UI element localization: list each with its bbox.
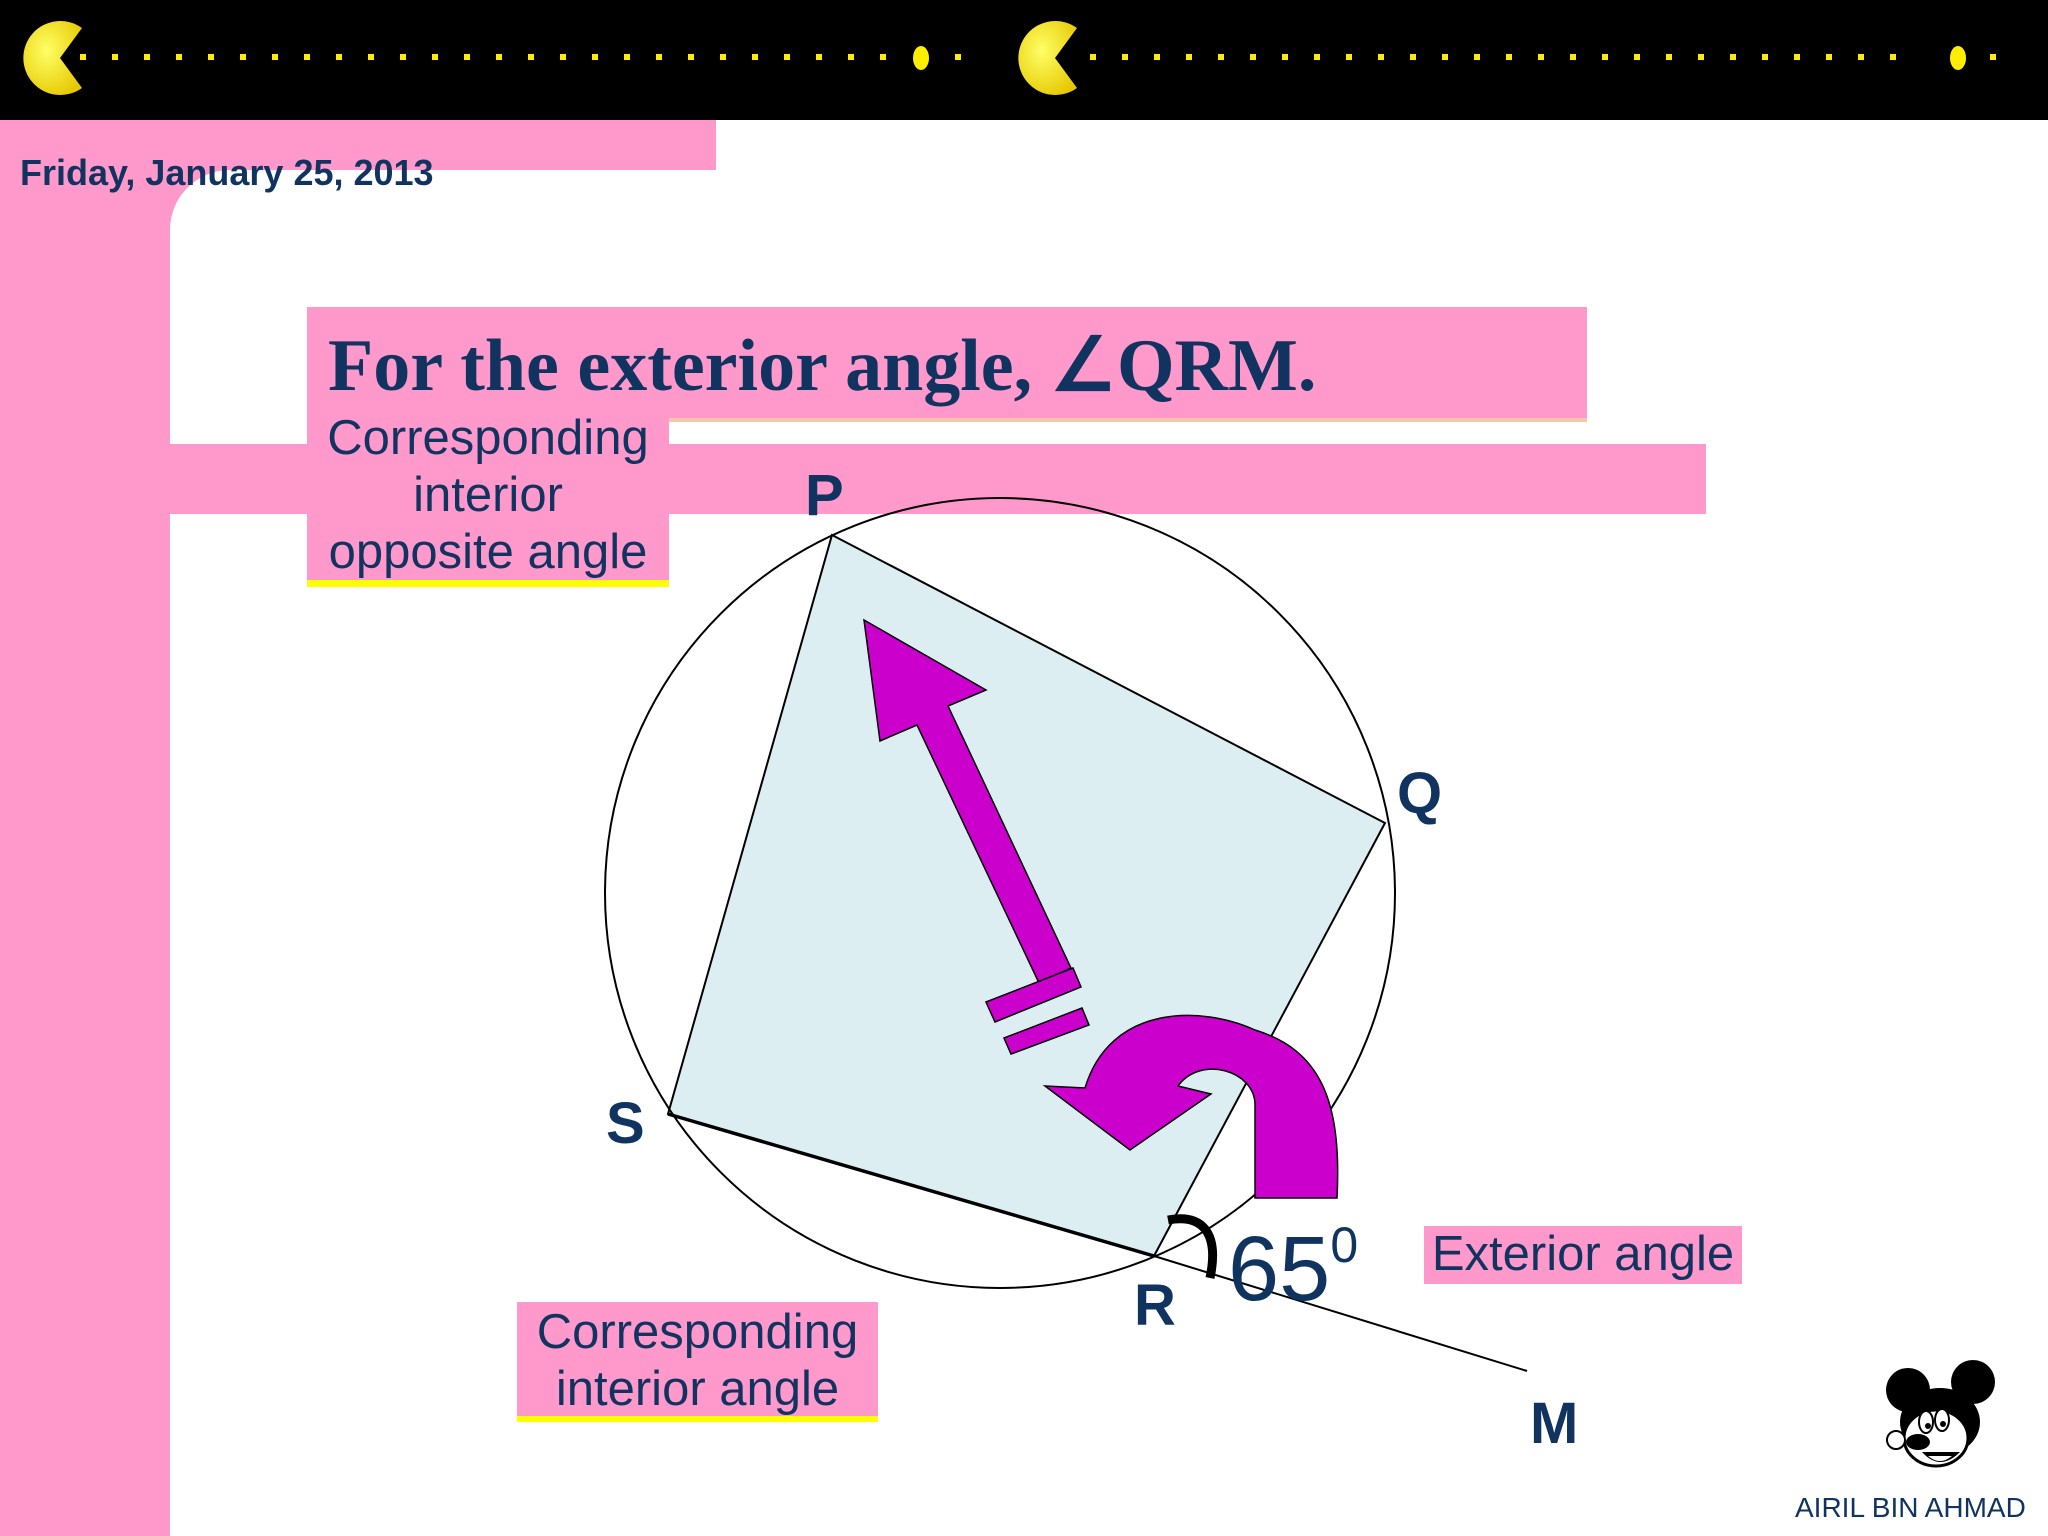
label-line: interior angle [555,1362,840,1416]
cartoon-mouse-icon [1878,1360,1998,1485]
author-name: AIRIL BIN AHMAD [1795,1492,2026,1523]
exterior-angle-label: Exterior angle [1431,1227,1735,1281]
interior-angle-underline [517,1416,878,1422]
vertex-label-r: R [1134,1273,1176,1338]
side-sr [667,1112,1155,1258]
opposite-angle-label-bg [307,414,669,582]
slide-title: For the exterior angle, ∠QRM. [328,325,1317,407]
pellet-row [80,46,1996,70]
angle-value: 650 [1228,1190,1358,1324]
interior-angle-label: Corresponding interior angle [517,1304,878,1418]
label-line: interior [413,468,563,522]
label-line: Corresponding [536,1305,859,1359]
extension-line-rm [1153,1255,1528,1372]
opposite-angle-underline [307,580,669,587]
vertex-label-m: M [1530,1391,1579,1456]
interior-angle-label-bg [517,1302,878,1418]
pacman-icon [23,21,82,95]
label-line: opposite angle [328,525,648,579]
title-underline [667,418,1587,422]
circumcircle [604,497,1396,1289]
vertex-label-q: Q [1397,761,1443,826]
exterior-angle-label-bg [1424,1226,1742,1284]
curved-arrow [1042,1014,1339,1199]
label-line: Corresponding [327,411,649,465]
title-band [307,307,1587,421]
arrow-tail-bar [1002,1007,1090,1055]
angle-degree-mark: 0 [1330,1217,1359,1273]
opposite-angle-label: Corresponding interior opposite angle [307,410,669,581]
arrow-tail-bar [984,967,1082,1023]
slide-date: Friday, January 25, 2013 [20,152,434,193]
pacman-icon [1018,21,1077,96]
angle-number: 65 [1228,1218,1331,1320]
vertex-label-s: S [606,1091,645,1156]
vertex-label-p: P [805,463,844,528]
angle-arc [1167,1214,1218,1279]
